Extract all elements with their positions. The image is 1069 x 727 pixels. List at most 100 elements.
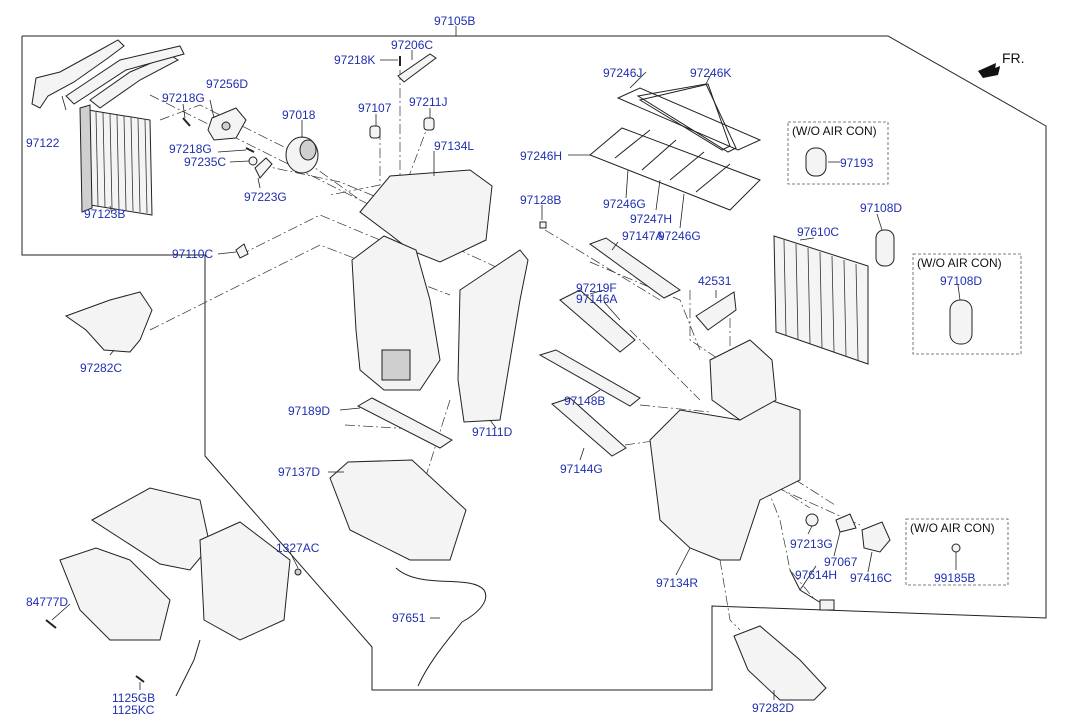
sensor-97213G <box>805 513 819 527</box>
clip-97107 <box>369 125 381 139</box>
label-97105B: 97105B <box>434 14 475 28</box>
link-97223G <box>254 157 273 179</box>
front-indicator: FR. <box>1002 50 1025 66</box>
label-97110C: 97110C <box>172 247 213 261</box>
door-97144G <box>551 397 627 457</box>
note-box-99185B <box>905 518 1009 586</box>
actuator-97256D <box>207 107 247 141</box>
assembled-hvac-unit <box>59 487 291 697</box>
actuator-97416C <box>861 521 891 553</box>
label-97246H: 97246H <box>520 149 562 163</box>
label-97246G-b: 97246G <box>658 229 701 243</box>
label-97206C: 97206C <box>391 38 433 52</box>
clip-97110C <box>235 243 249 259</box>
label-97137D: 97137D <box>278 465 320 479</box>
label-97223G: 97223G <box>244 190 287 204</box>
label-1125GB: 1125GB <box>112 691 155 705</box>
grommet-97108D <box>875 229 895 267</box>
label-97610C: 97610C <box>797 225 839 239</box>
label-97134L: 97134L <box>434 139 474 153</box>
label-97213G: 97213G <box>790 537 833 551</box>
hose-97651 <box>395 567 487 687</box>
label-97123B: 97123B <box>84 207 125 221</box>
heater-pipe <box>31 39 185 109</box>
screw-1327AC <box>294 568 302 576</box>
label-97211J: 97211J <box>409 95 447 109</box>
evaporator-97610C <box>773 235 869 365</box>
case-right-97134R <box>649 339 801 561</box>
door-97146A <box>559 289 636 353</box>
seal-97246J <box>616 87 762 151</box>
label-99185B: 99185B <box>934 571 975 585</box>
label-97235C: 97235C <box>184 155 226 169</box>
label-97108D-b: 97108D <box>940 274 982 288</box>
clip-97128B <box>539 221 547 229</box>
seal-97246H <box>589 127 761 211</box>
bracket-97067 <box>835 513 857 533</box>
grommet-97108D-alt <box>949 299 973 345</box>
housing-97137D <box>329 459 467 561</box>
label-97282D: 97282D <box>752 701 794 715</box>
label-42531: 42531 <box>698 274 732 288</box>
label-97282C: 97282C <box>80 361 122 375</box>
label-97218G-b: 97218G <box>169 142 212 156</box>
duct-97282D <box>733 625 827 701</box>
bracket-42531 <box>695 291 737 331</box>
duct-97282C <box>64 291 153 353</box>
leader-lines <box>51 50 961 700</box>
label-97189D: 97189D <box>288 404 330 418</box>
door-97147A <box>588 237 681 299</box>
label-97651: 97651 <box>392 611 426 625</box>
assembly-boundary <box>21 35 1047 691</box>
label-1327AC: 1327AC <box>276 541 320 555</box>
label-97256D: 97256D <box>206 77 248 91</box>
plug-99185B <box>951 543 961 553</box>
motor-97018 <box>285 136 319 174</box>
bracket-97206C <box>397 53 437 83</box>
label-97246G-a: 97246G <box>603 197 646 211</box>
door-97148B <box>538 349 641 407</box>
label-97111D: 97111D <box>472 425 513 439</box>
note-box-97108D <box>912 253 1022 355</box>
label-97246K: 97246K <box>690 66 731 80</box>
screw-84777D <box>45 619 57 629</box>
label-97128B: 97128B <box>520 193 561 207</box>
label-97134R: 97134R <box>656 576 698 590</box>
label-97107: 97107 <box>358 101 392 115</box>
screw-97218G-b <box>245 147 255 153</box>
label-97148B: 97148B <box>564 394 605 408</box>
label-97018: 97018 <box>282 108 316 122</box>
label-97416C: 97416C <box>850 571 892 585</box>
label-97247H: 97247H <box>630 212 672 226</box>
note-text-97193: (W/O AIR CON) <box>792 124 877 138</box>
lever-97235C <box>248 156 258 166</box>
note-text-99185B: (W/O AIR CON) <box>910 521 995 535</box>
label-97219F: 97219F <box>576 281 617 295</box>
divider-97111D <box>457 249 529 423</box>
label-97614H: 97614H <box>795 568 837 582</box>
label-84777D: 84777D <box>26 595 68 609</box>
label-97246J: 97246J <box>603 66 642 80</box>
front-arrow-icon <box>978 63 1000 78</box>
label-97144G: 97144G <box>560 462 603 476</box>
screw-97218G <box>182 117 191 127</box>
label-97067: 97067 <box>824 555 858 569</box>
label-97146A: 97146A <box>576 292 617 306</box>
seal-97193 <box>805 147 827 177</box>
label-97122: 97122 <box>26 136 60 150</box>
label-97218K: 97218K <box>334 53 375 67</box>
part-number-labels: 97105B 97206C 97218K 97256D 97218G 97018… <box>26 14 982 717</box>
label-97218G-a: 97218G <box>162 91 205 105</box>
case-left-97134L <box>351 169 493 391</box>
seal-97246K <box>636 83 737 153</box>
label-1125KC: 1125KC <box>112 703 155 717</box>
label-97193: 97193 <box>840 156 874 170</box>
label-97147A: 97147A <box>622 229 663 243</box>
heater-core <box>79 104 153 216</box>
note-text-97108D: (W/O AIR CON) <box>917 256 1002 270</box>
clip-97211J <box>423 117 435 131</box>
cover-97189D <box>356 397 453 449</box>
screw-1125GB <box>135 675 145 683</box>
label-97108D-a: 97108D <box>860 201 902 215</box>
